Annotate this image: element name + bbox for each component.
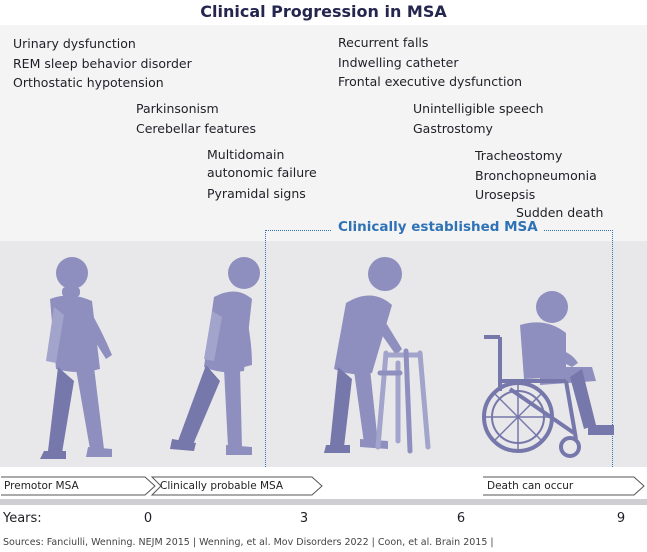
stooped-person-icon [170, 257, 260, 455]
event-item: Urinary dysfunction [13, 36, 136, 51]
walking-person-icon [40, 257, 112, 459]
phase-label-premotor: Premotor MSA [4, 480, 79, 492]
event-group-death: Sudden death [516, 203, 603, 223]
timeline-axis-bar [0, 499, 647, 505]
event-item: Tracheostomy [475, 148, 563, 163]
person-in-wheelchair-icon [482, 291, 614, 458]
phase-label-death: Death can occur [487, 480, 574, 492]
event-group-falls: Recurrent falls Indwelling catheter Fron… [338, 33, 522, 92]
event-item: Parkinsonism [136, 101, 219, 116]
event-item: autonomic failure [207, 165, 317, 180]
year-tick: 0 [143, 511, 153, 526]
event-item: Cerebellar features [136, 120, 256, 136]
event-item: Pyramidal signs [207, 186, 306, 201]
event-item: REM sleep behavior disorder [13, 55, 192, 71]
event-item: Multidomain [207, 147, 285, 162]
event-item: Frontal executive dysfunction [338, 74, 523, 89]
phase-label-probable: Clinically probable MSA [160, 480, 284, 492]
year-tick: 3 [299, 511, 309, 526]
probable-phase-arrow [150, 476, 323, 496]
event-item: Indwelling catheter [338, 54, 459, 70]
events-band [0, 25, 647, 241]
progression-figures [40, 257, 614, 459]
event-item: Bronchopneumonia [475, 167, 597, 183]
event-group-autonomic: Multidomain autonomic failure Pyramidal … [207, 146, 317, 203]
event-item: Gastrostomy [413, 120, 493, 136]
event-group-speech: Unintelligible speech Gastrostomy [413, 99, 544, 138]
years-axis-label: Years: [3, 511, 42, 526]
diagram-title: Clinical Progression in MSA [200, 2, 447, 21]
sources-footnote: Sources: Fanciulli, Wenning. NEJM 2015 |… [3, 537, 494, 548]
person-with-walker-icon [324, 257, 431, 454]
event-item: Orthostatic hypotension [13, 75, 164, 90]
event-group-premotor: Urinary dysfunction REM sleep behavior d… [13, 34, 192, 93]
year-tick: 6 [456, 511, 466, 526]
established-msa-label: Clinically established MSA [332, 219, 544, 235]
phase-arrows [1, 476, 645, 496]
event-group-late: Tracheostomy Bronchopneumonia Urosepsis [475, 146, 597, 205]
event-group-motor: Parkinsonism Cerebellar features [136, 99, 256, 138]
event-item: Urosepsis [475, 187, 536, 202]
death-phase-arrow [483, 476, 645, 496]
event-item: Unintelligible speech [413, 101, 544, 116]
event-item: Sudden death [516, 205, 604, 220]
event-item: Recurrent falls [338, 35, 429, 50]
premotor-phase-arrow [1, 476, 156, 496]
year-tick: 9 [616, 511, 626, 526]
